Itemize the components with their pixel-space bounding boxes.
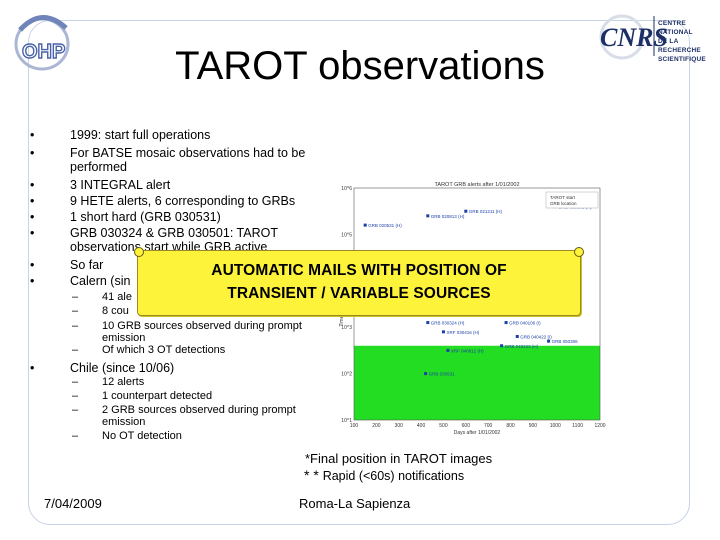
bullet-glyph: • <box>30 194 35 208</box>
chart-legend-entry: GRB location <box>550 201 577 206</box>
bullet-glyph: • <box>30 274 35 288</box>
chart-y-tick-label: 10^6 <box>341 186 352 192</box>
cnrs-line-2: DE LA RECHERCHE <box>658 38 701 54</box>
note-final-position: *Final position in TAROT images <box>305 451 493 466</box>
dash-glyph: – <box>72 305 79 317</box>
chart-x-tick-label: 1200 <box>594 423 605 429</box>
chart-point <box>547 339 551 343</box>
sub-text: No OT detection <box>102 430 182 442</box>
sub-text: 12 alerts <box>102 376 145 388</box>
chart-y-tick-label: 10^5 <box>341 232 352 238</box>
chart-x-tick-label: 600 <box>462 423 471 429</box>
dash-glyph: – <box>72 320 79 332</box>
chart-y-tick-label: 10^2 <box>341 372 352 378</box>
note-rapid-star: * * <box>304 467 319 483</box>
bullet-text: 1 short hard (GRB 030531) <box>70 210 221 224</box>
chart-x-tick-label: 100 <box>350 423 359 429</box>
chart-point-label: GRB 040223 (H) <box>505 344 539 349</box>
banner-line-1: AUTOMATIC MAILS WITH POSITION OF <box>211 262 507 279</box>
dash-glyph: – <box>72 291 79 303</box>
svg-text:CNRS: CNRS <box>600 23 668 52</box>
cnrs-line-3: SCIENTIFIQUE <box>658 56 706 63</box>
chart-x-tick-label: 1000 <box>550 423 561 429</box>
chart-point-label: GRB 040106 (I) <box>509 321 541 326</box>
bullet-glyph: • <box>30 226 35 240</box>
chart-point <box>426 214 430 218</box>
chart-point-label: XRF 030416 (H) <box>446 330 479 335</box>
chart-point <box>464 209 468 213</box>
cnrs-name: CENTRE NATIONAL DE LA RECHERCHE SCIENTIF… <box>658 19 720 64</box>
chart-point-label: XRF 040812 (H) <box>451 348 484 353</box>
chart-y-tick-label: 10^3 <box>341 325 352 331</box>
chart-point <box>504 321 508 325</box>
chart-x-tick-label: 1100 <box>572 423 583 429</box>
cnrs-logo: CNRS <box>599 14 668 60</box>
chart-x-tick-label: 400 <box>417 423 426 429</box>
ohp-logo: OHP <box>14 15 70 71</box>
bullet-glyph: • <box>30 146 35 160</box>
callout-banner: AUTOMATIC MAILS WITH POSITION OF TRANSIE… <box>134 247 584 316</box>
chart-x-tick-label: 500 <box>439 423 448 429</box>
footer-place: Roma-La Sapienza <box>299 496 411 511</box>
sub-text: 41 ale <box>102 291 132 303</box>
bullet-glyph: • <box>30 258 35 272</box>
chart-x-tick-label: 200 <box>372 423 381 429</box>
bullet-glyph: • <box>30 361 35 375</box>
chart-point <box>424 372 428 376</box>
banner-line-2: TRANSIENT / VARIABLE SOURCES <box>227 285 491 302</box>
chart-point-label: GRB 050306 <box>552 339 579 344</box>
chart-point-label: GRB 040422 (I) <box>520 334 552 339</box>
chart-point-label: GRB 021211 (H) <box>469 209 503 214</box>
sub-text: 8 cou <box>102 305 129 317</box>
chart-x-axis-label: Days after 1/01/2002 <box>454 430 501 436</box>
chart-point <box>426 321 430 325</box>
chart-point <box>500 344 504 348</box>
bullet-text: 1999: start full operations <box>70 128 211 142</box>
chart-point <box>441 330 445 334</box>
dash-glyph: – <box>72 404 79 416</box>
banner-corner-ring <box>574 247 584 257</box>
slide-title: TAROT observations <box>175 44 545 88</box>
chart-x-tick-label: 700 <box>484 423 493 429</box>
dash-glyph: – <box>72 376 79 388</box>
chart-x-tick-label: 900 <box>529 423 538 429</box>
banner-corner-ring <box>134 247 144 257</box>
chart-point <box>446 348 450 352</box>
chart-legend-entry: TAROT start <box>550 195 576 200</box>
bullet-text: 9 HETE alerts, 6 corresponding to GRBs <box>70 194 296 208</box>
dash-glyph: – <box>72 344 79 356</box>
dash-glyph: – <box>72 430 79 442</box>
bullet-glyph: • <box>30 178 35 192</box>
chart-point-label: GRB 030324 (H) <box>431 321 465 326</box>
chart-x-tick-label: 800 <box>506 423 515 429</box>
note-rapid-text: Rapid (<60s) notifications <box>322 469 465 483</box>
bullet-text: So far <box>70 258 104 272</box>
bullet-glyph: • <box>30 128 35 142</box>
sub-text: 2 GRB sources observed during prompt emi… <box>102 404 296 428</box>
cnrs-line-1: CENTRE NATIONAL <box>658 20 693 36</box>
bullet-text: For BATSE mosaic observations had to be … <box>70 146 306 174</box>
bullet-glyph: • <box>30 210 35 224</box>
chart-y-tick-label: 10^1 <box>341 418 352 424</box>
chart-point <box>363 223 367 227</box>
svg-text:OHP: OHP <box>22 41 65 63</box>
dash-glyph: – <box>72 390 79 402</box>
footer-date: 7/04/2009 <box>44 496 102 511</box>
bullet-text: 3 INTEGRAL alert <box>70 178 171 192</box>
sub-text: Of which 3 OT detections <box>102 344 226 356</box>
bullet-text: Calern (sin <box>70 274 131 288</box>
chart-green-band <box>354 345 600 420</box>
chart-point-label: GRB 030531 <box>429 372 456 377</box>
chart-point-label: GRB 020813 (H) <box>431 214 465 219</box>
chart-x-tick-label: 300 <box>395 423 404 429</box>
sub-text: 10 GRB sources observed during prompt em… <box>102 320 302 344</box>
chart-title: TAROT GRB alerts after 1/01/2002 <box>434 182 519 188</box>
note-rapid: * * Rapid (<60s) notifications <box>304 467 464 483</box>
chart-point <box>515 334 519 338</box>
bullet-text: Chile (since 10/06) <box>70 361 175 375</box>
chart-point-label: GRB 020531 (H) <box>368 223 402 228</box>
chart-legend-box <box>545 191 599 209</box>
sub-text: 1 counterpart detected <box>102 390 213 402</box>
